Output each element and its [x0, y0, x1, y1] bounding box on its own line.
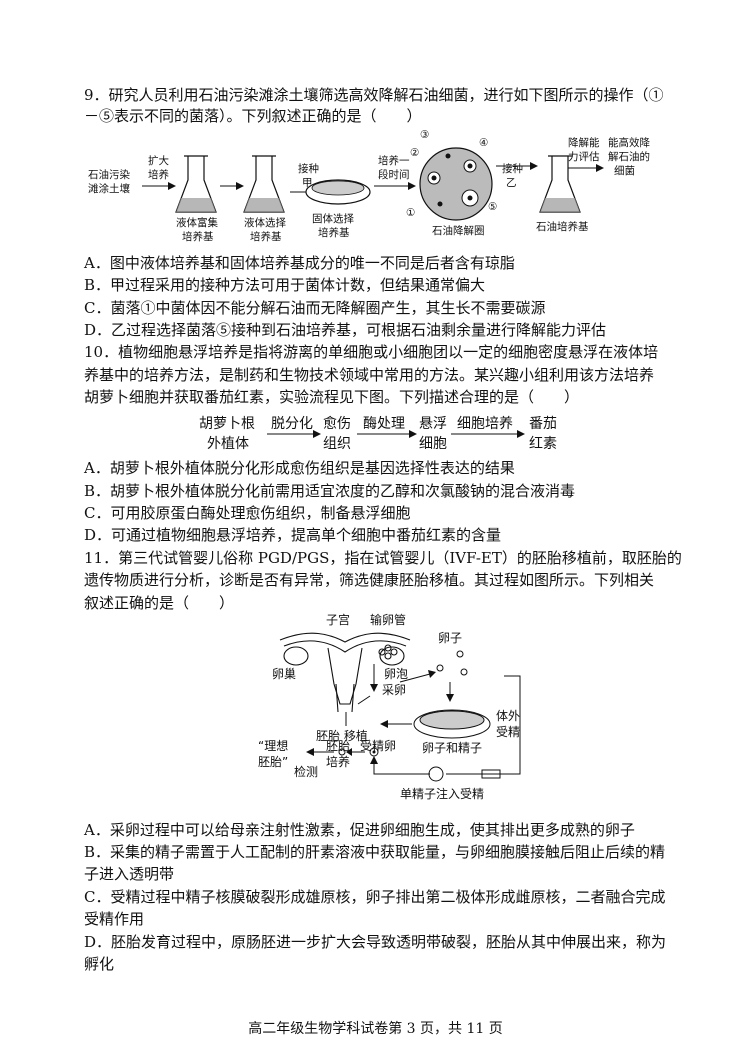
- uterus-icon: [279, 632, 411, 713]
- q10-stem-line1: 10．植物细胞悬浮培养是指将游离的单细胞或小细胞团以一定的细胞密度悬浮在液体培: [84, 343, 659, 361]
- ovary-label: 卵巢: [272, 667, 296, 681]
- plate-label-1: 固体选择: [312, 212, 354, 225]
- flow-node-2a: 愈伤: [323, 416, 351, 432]
- flow-arrow-2-label: 酶处理: [363, 416, 405, 432]
- result-label-3: 细菌: [614, 164, 635, 177]
- flow-node-3b: 细胞: [419, 436, 447, 452]
- egg-sperm-label: 卵子和精子: [422, 741, 482, 755]
- flask1-label-2: 培养基: [182, 230, 214, 243]
- ideal-label-1: “理想: [258, 738, 288, 753]
- flask1-label-1: 液体富集: [176, 216, 218, 229]
- oviduct-label: 输卵管: [370, 612, 406, 627]
- q11-option-d-line2: 孵化: [84, 955, 115, 973]
- flask2-label-2: 培养基: [250, 230, 282, 243]
- soil-label-2: 滩涂土壤: [88, 182, 130, 195]
- colony-1: ①: [406, 207, 415, 219]
- ideal-label-2: 胚胎”: [258, 755, 288, 769]
- flask3-label: 石油培养基: [536, 220, 589, 233]
- q11-figure: 子宫 输卵管 卵巢 卵泡 采卵 卵子 体外 受精 卵子和精子: [258, 612, 521, 801]
- q10-option-c: C．可用胶原蛋白酶处理愈伤组织，制备悬浮细胞: [84, 504, 411, 522]
- colony-2: ②: [410, 147, 419, 159]
- arrow4-label-2: 乙: [506, 177, 517, 189]
- flow-node-4b: 红素: [529, 436, 557, 452]
- q11-option-b-line1: B．采集的精子需置于人工配制的肝素溶液中获取能量，与卵细胞膜接触后阻止后续的精: [84, 843, 666, 861]
- ivf-label-1: 体外: [496, 709, 520, 723]
- colony-3: ③: [420, 129, 429, 141]
- q11-option-a: A．采卵过程中可以给母亲注射性激素，促进卵细胞生成，使其排出更多成熟的卵子: [84, 821, 635, 839]
- q11-option-b-line2: 子进入透明带: [84, 865, 175, 883]
- flow-arrow-3-label: 细胞培养: [457, 416, 513, 432]
- q11-stem-line2: 遗传物质进行分析，诊断是否有异常，筛选健康胚胎移植。其过程如图所示。下列相关: [84, 571, 655, 589]
- uterus-label: 子宫: [326, 612, 350, 627]
- arrow5-label-2: 力评估: [568, 150, 600, 163]
- icsi-label: 单精子注入受精: [400, 786, 484, 801]
- egg-label: 卵子: [438, 631, 462, 645]
- culture-label-1: 胚胎: [326, 739, 350, 753]
- arrow5-label-1: 降解能: [568, 136, 600, 149]
- q9-stem-line1: 9．研究人员利用石油污染滩涂土壤筛选高效降解石油细菌，进行如下图所示的操作（①: [84, 86, 664, 104]
- culture-label-2: 培养: [326, 754, 350, 769]
- q9-figure: 石油污染 滩涂土壤 扩大 培养 液体富集 培养基 液体选择 培养基 接种 甲: [88, 129, 650, 243]
- arrow3-label-1: 培养一: [378, 154, 410, 167]
- q10-stem-line2: 养基中的培养方法，是制药和生物技术领域中常用的方法。某兴趣小组利用该方法培养: [84, 366, 655, 384]
- flow-node-2b: 组织: [323, 436, 351, 452]
- q11-stem-line3: 叙述正确的是（ ）: [84, 594, 235, 612]
- flow-node-1a: 胡萝卜根: [199, 416, 255, 432]
- colony-dish-icon: [419, 147, 493, 221]
- petri-dish-icon: [413, 709, 491, 739]
- follicle-label: 卵泡: [384, 667, 408, 681]
- arrow3-label-2: 段时间: [378, 168, 410, 181]
- q10-option-b: B．胡萝卜根外植体脱分化前需用适宜浓度的乙醇和次氯酸钠的混合液消毒: [84, 482, 576, 500]
- result-label-2: 解石油的: [608, 150, 650, 163]
- arrow2-label-2: 甲: [302, 177, 313, 189]
- transfer-label: 胚胎 移植: [316, 728, 368, 743]
- q11-stem-line1: 11．第三代试管婴儿俗称 PGD/PGS，指在试管婴儿（IVF-ET）的胚胎移植…: [84, 549, 682, 567]
- halo-label: 石油降解圈: [432, 224, 485, 237]
- q9-option-c: C．菌落①中菌体因不能分解石油而无降解圈产生，其生长不需要碳源: [84, 299, 546, 317]
- retrieve-label: 采卵: [382, 683, 406, 697]
- page-footer: 高二年级生物学科试卷第 3 页，共 11 页: [248, 1021, 503, 1037]
- petri-dish-icon: [305, 179, 371, 205]
- flask2-label-1: 液体选择: [244, 216, 286, 229]
- q9-option-a: A．图中液体培养基和固体培养基成分的唯一不同是后者含有琼脂: [84, 254, 515, 272]
- colony-5: ⑤: [488, 201, 497, 213]
- soil-label-1: 石油污染: [88, 168, 130, 181]
- detect-label: 检测: [294, 764, 318, 779]
- q10-option-a: A．胡萝卜根外植体脱分化形成愈伤组织是基因选择性表达的结果: [84, 459, 515, 477]
- ivf-label-2: 受精: [496, 725, 520, 739]
- arrow4-label-1: 接种: [502, 162, 523, 175]
- q10-flowchart: 胡萝卜根 外植体 脱分化 愈伤 组织 酶处理 悬浮 细胞 细胞培养 番茄 红素: [199, 415, 557, 452]
- flow-node-3a: 悬浮: [419, 416, 447, 432]
- q9-option-b: B．甲过程采用的接种方法可用于菌体计数，但结果通常偏大: [84, 276, 486, 294]
- flow-node-1b: 外植体: [207, 436, 249, 452]
- q9-option-d: D．乙过程选择菌落⑤接种到石油培养基，可根据石油剩余量进行降解能力评估: [84, 321, 607, 339]
- arrow1-label-1: 扩大: [148, 154, 169, 167]
- arrow2-label-1: 接种: [298, 162, 319, 175]
- q11-option-c-line1: C．受精过程中精子核膜破裂形成雄原核，卵子排出第二极体形成雌原核，二者融合完成: [84, 888, 666, 906]
- plate-label-2: 培养基: [318, 226, 350, 239]
- result-label-1: 能高效降: [608, 136, 650, 149]
- flow-arrow-1-label: 脱分化: [271, 416, 313, 432]
- q10-stem-line3: 胡萝卜细胞并获取番茄红素，实验流程见下图。下列描述合理的是（ ）: [84, 388, 580, 406]
- q11-option-d-line1: D．胚胎发育过程中，原肠胚进一步扩大会导致透明带破裂，胚胎从其中伸展出来，称为: [84, 933, 667, 951]
- colony-4: ④: [479, 137, 488, 149]
- zygote-label: 受精卵: [360, 739, 396, 753]
- q9-stem-line2: －⑤表示不同的菌落）。下列叙述正确的是（ ）: [84, 107, 422, 125]
- arrow1-label-2: 培养: [148, 168, 169, 181]
- q11-option-c-line2: 受精作用: [84, 910, 145, 928]
- flow-node-4a: 番茄: [529, 415, 557, 432]
- q10-option-d: D．可通过植物细胞悬浮培养，提高单个细胞中番茄红素的含量: [84, 526, 502, 544]
